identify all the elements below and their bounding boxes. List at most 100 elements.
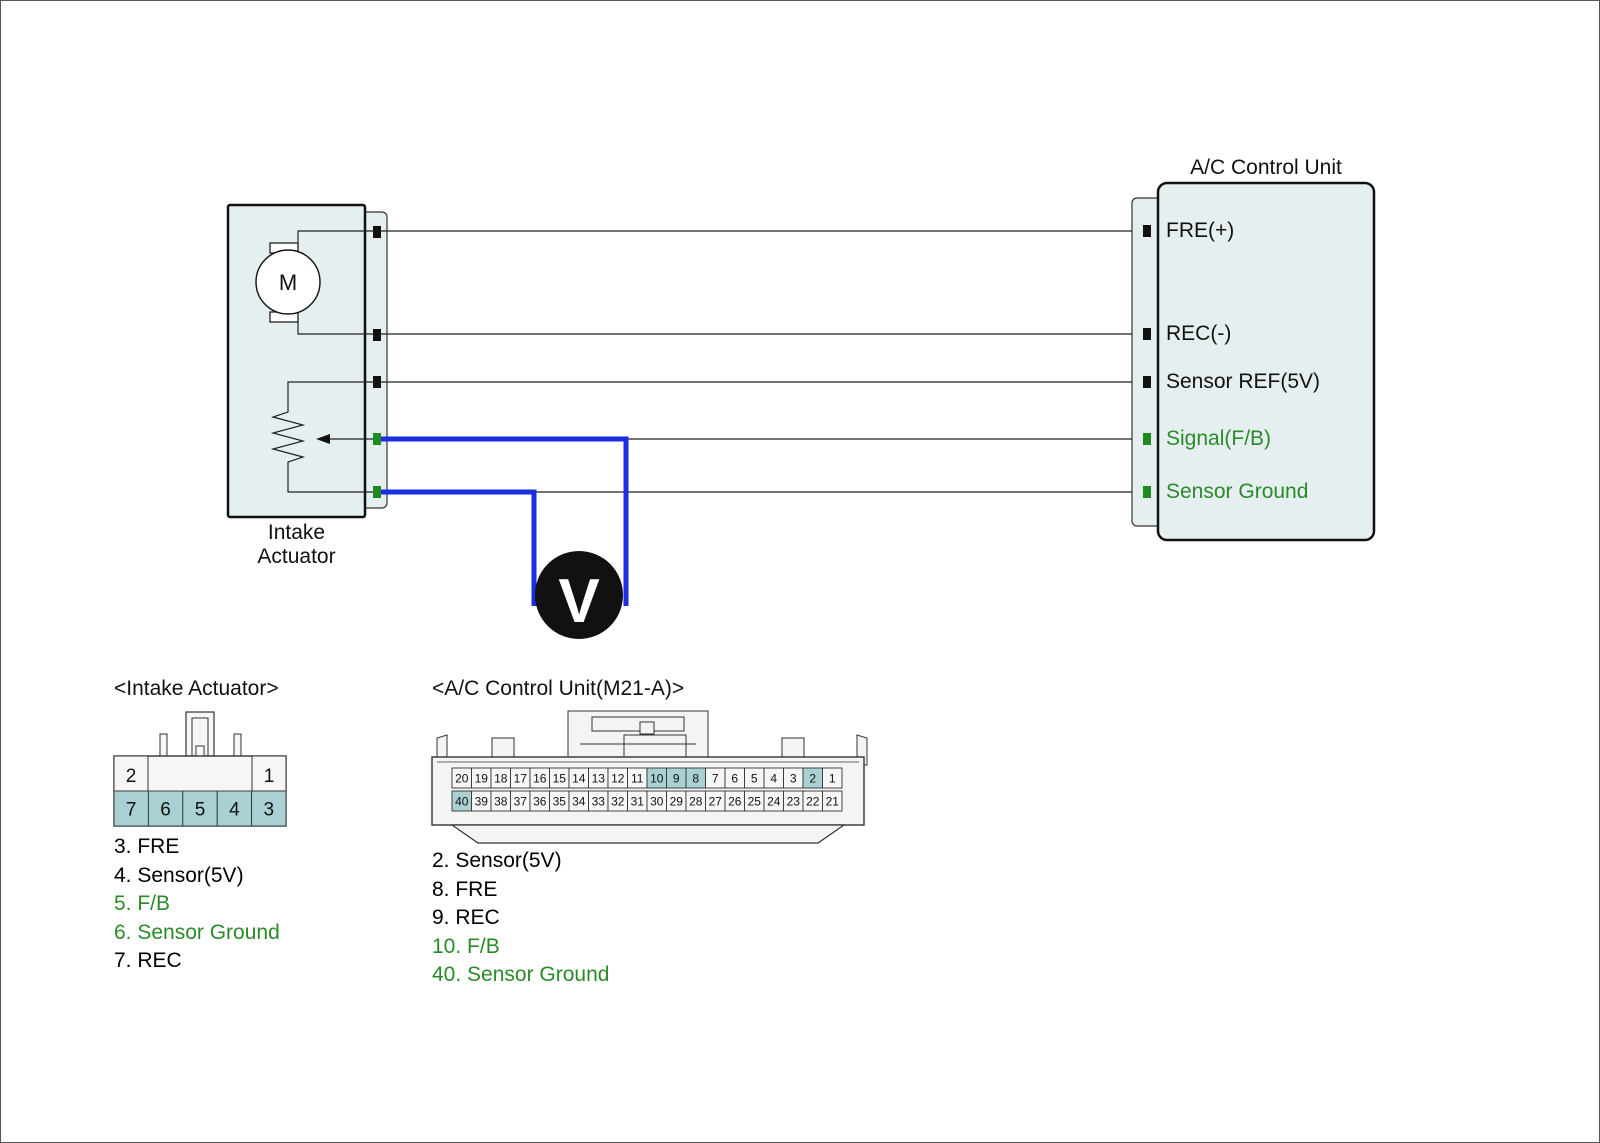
harness-wires	[381, 230, 1143, 493]
actuator-legend-item: 6. Sensor Ground	[114, 920, 280, 944]
connector-pin-number: 13	[592, 771, 606, 785]
intake-actuator: M	[226, 203, 388, 519]
connector-pin-number: 5	[195, 799, 206, 820]
connector-pin-cell	[113, 790, 149, 827]
actuator-connector-title: <Intake Actuator>	[114, 677, 279, 700]
connector-pin-number: 3	[790, 771, 797, 785]
actuator-pin	[373, 226, 381, 238]
actuator-pin-signal	[373, 433, 381, 445]
connector-pin-number: 4	[770, 771, 777, 785]
connector-pin-number: 3	[264, 799, 275, 820]
actuator-pin-number: 2	[126, 766, 137, 787]
connector-pin-cell	[147, 790, 184, 827]
connector-pin-number: 40	[455, 794, 469, 808]
connector-pin-number: 9	[673, 771, 680, 785]
voltmeter-symbol: V	[558, 567, 599, 636]
unit-pin-label-sensor-ref: Sensor REF(5V)	[1166, 370, 1321, 393]
unit-pin-label-ground: Sensor Ground	[1166, 480, 1309, 503]
connector-pin-number: 2	[809, 771, 816, 785]
actuator-label: Intake Actuator	[228, 521, 365, 569]
connector-pin-number: 20	[455, 771, 469, 785]
connector-pin-number: 31	[631, 794, 645, 808]
connector-pin-number: 25	[748, 794, 762, 808]
actuator-pin-number: 1	[264, 766, 275, 787]
connector-pin-number: 26	[728, 794, 742, 808]
unit-pin	[1143, 328, 1151, 340]
actuator-legend-item: 5. F/B	[114, 892, 171, 915]
voltmeter: V	[535, 551, 623, 639]
connector-pin-number: 17	[514, 771, 528, 785]
connector-pin-number: 30	[650, 794, 664, 808]
connector-pin-number: 11	[631, 771, 644, 785]
connector-pin-number: 24	[767, 794, 781, 808]
motor-symbol: M	[279, 270, 297, 295]
actuator-pin-ground	[373, 486, 381, 498]
actuator-pin-legend: 3. FRE 4. Sensor(5V) 5. F/B 6. Sensor Gr…	[114, 833, 280, 976]
unit-legend-item: 10. F/B	[432, 934, 500, 958]
probe-signal	[381, 436, 629, 606]
connector-pin-cell	[822, 767, 843, 789]
connector-pin-number: 10	[650, 771, 664, 785]
connector-pin-cell	[251, 790, 287, 827]
connector-pin-number: 1	[829, 771, 836, 785]
unit-legend-item: 8. FRE	[432, 877, 498, 901]
connector-pin-number: 18	[494, 771, 508, 785]
connector-pin-number: 7	[126, 799, 137, 820]
connector-pin-number: 14	[572, 771, 586, 785]
connector-pin-number: 34	[572, 794, 586, 808]
actuator-legend-item: 7. REC	[114, 949, 182, 972]
unit-connector-title: <A/C Control Unit(M21-A)>	[432, 677, 685, 700]
probe-ground	[381, 489, 537, 606]
actuator-pin	[373, 329, 381, 341]
connector-pin-number: 37	[514, 794, 528, 808]
motor-icon: M	[255, 242, 321, 323]
unit-body	[1156, 181, 1376, 542]
actuator-pin	[373, 376, 381, 388]
connector-pin-number: 22	[806, 794, 820, 808]
connector-pin-number: 38	[494, 794, 508, 808]
voltmeter-probe-wires	[381, 436, 629, 606]
unit-legend-item: 2. Sensor(5V)	[432, 849, 562, 872]
control-unit-title: A/C Control Unit	[1190, 156, 1342, 179]
connector-pin-number: 23	[787, 794, 801, 808]
unit-pin-label-rec: REC(-)	[1166, 322, 1232, 345]
unit-pin	[1143, 376, 1151, 388]
actuator-label-line1: Intake	[267, 521, 326, 544]
connector-pin-number: 6	[160, 799, 171, 820]
unit-pin-legend: 2. Sensor(5V) 8. FRE 9. REC 10. F/B 40. …	[432, 847, 609, 990]
connector-pin-cell	[216, 790, 253, 827]
connector-pin-number: 35	[553, 794, 567, 808]
connector-pin-number: 12	[611, 771, 625, 785]
connector-pin-number: 8	[692, 771, 699, 785]
connector-pin-number: 6	[731, 771, 738, 785]
connector-pin-number: 27	[709, 794, 723, 808]
connector-pin-number: 36	[533, 794, 547, 808]
ac-control-unit	[1131, 181, 1376, 542]
connector-pin-number: 39	[475, 794, 489, 808]
unit-pin-ground	[1143, 486, 1151, 498]
connector-pin-number: 5	[751, 771, 758, 785]
connector-pin-number: 19	[475, 771, 489, 785]
unit-legend-item: 9. REC	[432, 906, 500, 929]
actuator-connector-pin	[113, 755, 149, 792]
connector-pin-number: 21	[826, 794, 840, 808]
connector-pin-number: 33	[592, 794, 606, 808]
unit-pin-signal	[1143, 433, 1151, 445]
connector-pin-number: 32	[611, 794, 625, 808]
actuator-connector-pin	[251, 755, 287, 792]
connector-pin-cell	[182, 790, 218, 827]
actuator-label-line2: Actuator	[257, 545, 336, 568]
connector-pin-number: 4	[229, 799, 240, 820]
connector-pin-cell	[822, 790, 843, 812]
unit-pin-label-signal: Signal(F/B)	[1166, 427, 1272, 450]
unit-pin-label-fre: FRE(+)	[1166, 219, 1235, 242]
actuator-legend-item: 3. FRE	[114, 835, 180, 858]
unit-legend-item: 40. Sensor Ground	[432, 963, 610, 986]
connector-pin-number: 15	[553, 771, 567, 785]
unit-pin	[1143, 225, 1151, 237]
actuator-legend-item: 4. Sensor(5V)	[114, 863, 244, 887]
connector-pin-number: 29	[670, 794, 684, 808]
potentiometer-icon	[270, 381, 378, 493]
